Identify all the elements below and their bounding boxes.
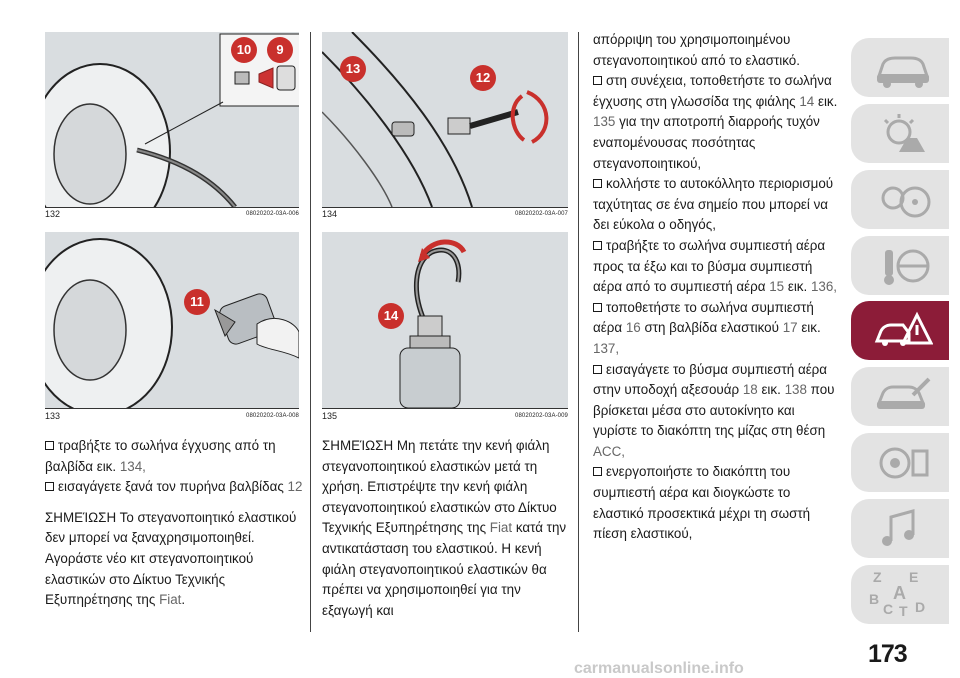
list-item: τραβήξτε το σωλήνα έγχυσης από τη βαλβίδ… bbox=[45, 438, 276, 474]
badge-9: 9 bbox=[276, 42, 284, 57]
multimedia-icon bbox=[882, 509, 915, 546]
safety-steering-icon bbox=[881, 186, 931, 218]
chapter-tab-emergency[interactable] bbox=[851, 301, 949, 360]
figure-134-caption: 134 08020202-03A-007 bbox=[322, 209, 568, 223]
dashboard-lights-icon bbox=[883, 114, 925, 152]
chapter-tab-safety[interactable] bbox=[851, 170, 949, 229]
intro-paragraph: απόρριψη του χρησιμοποιημένου στεγανοποι… bbox=[593, 32, 800, 68]
checkbox-bullet-icon bbox=[593, 76, 602, 86]
figure-134: 13 12 bbox=[322, 32, 568, 208]
chapter-tab-starting-driving[interactable] bbox=[851, 236, 949, 295]
chapter-tab-multimedia[interactable] bbox=[851, 499, 949, 558]
figure-code: 08020202-03A-008 bbox=[246, 413, 299, 419]
figure-number: 134 bbox=[322, 209, 338, 219]
chapter-tab-technical-data[interactable] bbox=[851, 433, 949, 492]
checkbox-bullet-icon bbox=[45, 482, 54, 492]
list-item: εισαγάγετε το βύσμα συμπιεστή αέρα στην … bbox=[593, 361, 835, 459]
list-item: κολλήστε το αυτοκόλλητο περιορισμού ταχύ… bbox=[593, 176, 834, 233]
figure-number: 132 bbox=[45, 209, 61, 219]
badge-12: 12 bbox=[475, 70, 491, 85]
figure-132-caption: 132 08020202-03A-006 bbox=[45, 209, 299, 223]
column-divider bbox=[578, 32, 579, 632]
figure-number: 133 bbox=[45, 411, 61, 421]
badge-13: 13 bbox=[345, 61, 361, 76]
checkbox-bullet-icon bbox=[45, 441, 54, 450]
alphabetical-index-icon: Z E A B C T D bbox=[869, 569, 926, 619]
note-paragraph: ΣΗΜΕΊΩΣΗ Μη πετάτε την κενή φιάλη στεγαν… bbox=[322, 438, 567, 618]
figure-code: 08020202-03A-009 bbox=[515, 413, 568, 419]
car-info-icon bbox=[876, 56, 930, 88]
sealant-bottle-on-valve-illustration bbox=[45, 238, 299, 408]
badge-14: 14 bbox=[383, 308, 399, 323]
chapter-tab-car-info[interactable] bbox=[851, 38, 949, 97]
figure-code: 08020202-03A-007 bbox=[515, 211, 568, 217]
tire-valve-core-removal-illustration bbox=[322, 32, 549, 207]
note-paragraph: ΣΗΜΕΊΩΣΗ Το στεγανοποιητικό ελαστικού δε… bbox=[45, 509, 297, 608]
emergency-icon bbox=[874, 311, 933, 346]
chapter-tab-dashboard-lights[interactable] bbox=[851, 104, 949, 163]
text-column-3: απόρριψη του χρησιμοποιημένου στεγανοποι… bbox=[593, 30, 841, 545]
text-column-1: τραβήξτε το σωλήνα έγχυσης από τη βαλβίδ… bbox=[45, 436, 307, 611]
figure-number: 135 bbox=[322, 411, 338, 421]
list-item: ενεργοποιήστε το διακόπτη του συμπιεστή … bbox=[593, 464, 811, 542]
chapter-tab-index[interactable]: Z E A B C T D bbox=[851, 565, 949, 624]
list-item: τραβήξτε το σωλήνα συμπιεστή αέρα προς τ… bbox=[593, 237, 838, 295]
checkbox-bullet-icon bbox=[593, 467, 602, 477]
figure-133-caption: 133 08020202-03A-008 bbox=[45, 411, 299, 425]
badge-10: 10 bbox=[236, 42, 252, 57]
maintenance-car-icon bbox=[876, 377, 931, 409]
checkbox-bullet-icon bbox=[593, 179, 602, 189]
technical-data-icon bbox=[879, 447, 929, 479]
sealant-bottle-hose-illustration bbox=[378, 239, 467, 408]
text-column-2: ΣΗΜΕΊΩΣΗ Μη πετάτε την κενή φιάλη στεγαν… bbox=[322, 436, 574, 621]
checkbox-bullet-icon bbox=[593, 364, 602, 374]
checkbox-bullet-icon bbox=[593, 240, 602, 250]
spare-tire-valve-illustration bbox=[45, 33, 299, 207]
badge-11: 11 bbox=[190, 294, 204, 309]
figure-132: 10 9 bbox=[45, 32, 299, 208]
figure-133: 11 bbox=[45, 232, 299, 409]
chapter-tab-maintenance[interactable] bbox=[851, 367, 949, 426]
page-number: 173 bbox=[868, 640, 908, 668]
figure-135-caption: 135 08020202-03A-009 bbox=[322, 411, 568, 425]
figure-code: 08020202-03A-006 bbox=[246, 211, 299, 217]
list-item: στη συνέχεια, τοποθετήστε το σωλήνα έγχυ… bbox=[593, 73, 838, 171]
list-item: τοποθετήστε το σωλήνα συμπιεστή αέρα 16 … bbox=[593, 299, 821, 356]
list-item: εισαγάγετε ξανά τον πυρήνα βαλβίδας 12 bbox=[45, 477, 307, 498]
key-wheel-icon bbox=[884, 249, 930, 285]
figure-135: 14 bbox=[322, 232, 568, 409]
column-divider bbox=[310, 32, 311, 632]
checkbox-bullet-icon bbox=[593, 302, 602, 312]
watermark: carmanualsonline.info bbox=[574, 660, 744, 677]
